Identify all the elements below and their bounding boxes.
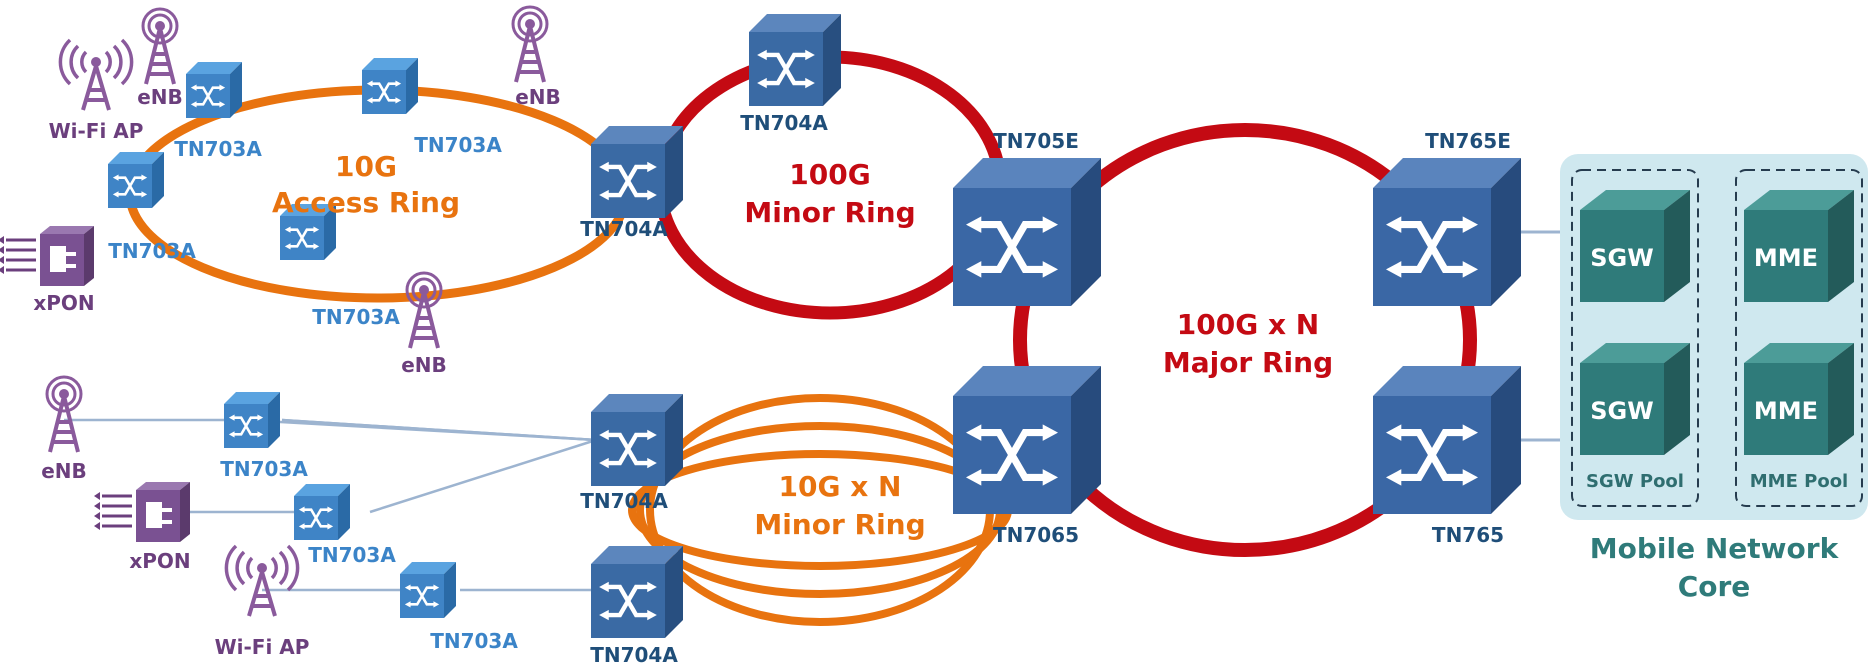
- switch-tn765[interactable]: [1373, 366, 1521, 514]
- switch-tn703a[interactable]: [280, 204, 336, 260]
- tn704a-label: TN704A: [590, 643, 678, 664]
- switch-tn703a[interactable]: [186, 62, 242, 118]
- tn704a-label: TN704A: [580, 217, 668, 241]
- switch-tn765e[interactable]: [1373, 158, 1521, 306]
- tn705e-label: TN705E: [993, 129, 1079, 153]
- sgw-server-1[interactable]: SGW: [1580, 190, 1690, 302]
- wifi-ap-label: Wi-Fi AP: [215, 635, 310, 659]
- enb-tower-icon[interactable]: [405, 271, 443, 350]
- enb-label: eNB: [41, 459, 87, 483]
- wifi-ap-icon[interactable]: [58, 38, 134, 112]
- switch-tn704a[interactable]: [749, 14, 841, 106]
- tn703a-label: TN703A: [108, 239, 196, 263]
- major-ring-label-line2: Major Ring: [1163, 346, 1333, 379]
- enb-label: eNB: [401, 353, 447, 377]
- tn703a-label: TN703A: [414, 133, 502, 157]
- tn704a-label: TN704A: [740, 111, 828, 135]
- tn765e-label: TN765E: [1425, 129, 1511, 153]
- access-links: [64, 230, 1580, 592]
- mme-server-2[interactable]: MME: [1744, 343, 1854, 455]
- access-ring-label-line2: Access Ring: [272, 186, 460, 219]
- switch-tn704a[interactable]: [591, 126, 683, 218]
- device-labels-small: TN703A TN703A TN703A TN703A TN703A TN703…: [108, 133, 518, 653]
- minor-ring-bottom-label-line1: 10G x N: [779, 470, 902, 503]
- xpon-device-icon[interactable]: [92, 480, 192, 544]
- ring-labels: 10G Access Ring 100G Minor Ring 100G x N…: [272, 150, 1333, 541]
- xpon-label: xPON: [33, 291, 94, 315]
- xpon-label: xPON: [129, 549, 190, 573]
- minor-ring-bottom-label-line2: Minor Ring: [754, 508, 925, 541]
- switch-tn705e[interactable]: [953, 158, 1101, 306]
- device-labels-large: TN704A TN704A TN704A TN704A TN705E TN706…: [580, 111, 1511, 664]
- sgw-label: SGW: [1590, 397, 1653, 425]
- core-title-line1: Mobile Network: [1590, 532, 1840, 565]
- mme-pool-label: MME Pool: [1750, 471, 1848, 492]
- mme-label: MME: [1754, 397, 1818, 425]
- switch-tn704a[interactable]: [591, 394, 683, 486]
- enb-tower-icon[interactable]: [45, 375, 83, 454]
- tn7065-label: TN7065: [993, 523, 1079, 547]
- switch-tn704a[interactable]: [591, 546, 683, 638]
- major-ring: [1013, 123, 1477, 557]
- switch-tn703a[interactable]: [400, 562, 456, 618]
- switch-tn703a[interactable]: [108, 152, 164, 208]
- enb-tower-icon[interactable]: [141, 7, 179, 86]
- sgw-pool-box: [1571, 169, 1699, 507]
- core-title-line2: Core: [1678, 570, 1751, 603]
- mme-label: MME: [1754, 244, 1818, 272]
- xpon-device-icon[interactable]: [0, 224, 96, 288]
- tn703a-label: TN703A: [430, 629, 518, 653]
- access-ring-label-line1: 10G: [335, 150, 397, 183]
- switch-tn703a[interactable]: [224, 392, 280, 448]
- minor-ring-top-label-line1: 100G: [789, 158, 870, 191]
- mme-pool-box: [1735, 169, 1863, 507]
- minor-ring-top-label-line2: Minor Ring: [744, 196, 915, 229]
- mme-server-1[interactable]: MME: [1744, 190, 1854, 302]
- sgw-pool-label: SGW Pool: [1586, 471, 1684, 492]
- tn765-label: TN765: [1432, 523, 1504, 547]
- wifi-ap-icon[interactable]: [224, 544, 300, 618]
- enb-label: eNB: [515, 85, 561, 109]
- switch-tn703a[interactable]: [294, 484, 350, 540]
- tn703a-label: TN703A: [174, 137, 262, 161]
- sgw-label: SGW: [1590, 244, 1653, 272]
- tn704a-label: TN704A: [580, 489, 668, 513]
- enb-label: eNB: [137, 85, 183, 109]
- switch-tn7065[interactable]: [953, 366, 1101, 514]
- sgw-server-2[interactable]: SGW: [1580, 343, 1690, 455]
- tn703a-label: TN703A: [220, 457, 308, 481]
- major-ring-label-line1: 100G x N: [1177, 308, 1319, 341]
- tn703a-label: TN703A: [312, 305, 400, 329]
- wifi-ap-label: Wi-Fi AP: [49, 119, 144, 143]
- switch-tn703a[interactable]: [362, 58, 418, 114]
- switch-layer: [108, 14, 1521, 638]
- enb-tower-icon[interactable]: [511, 5, 549, 84]
- tn703a-label: TN703A: [308, 543, 396, 567]
- access-labels: Wi-Fi AP Wi-Fi AP eNB eNB eNB eNB xPON x…: [33, 85, 560, 659]
